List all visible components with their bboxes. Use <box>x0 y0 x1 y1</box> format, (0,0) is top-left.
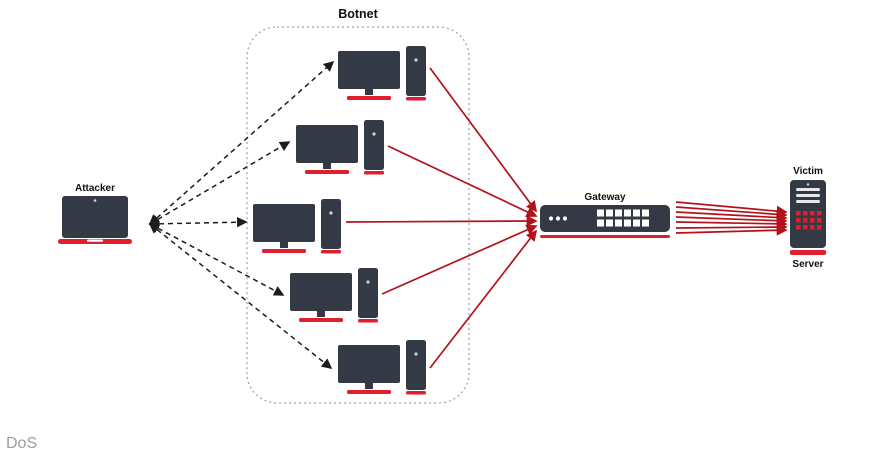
flood-arrow-7 <box>675 224 788 236</box>
server-vent-3 <box>796 200 820 203</box>
flood-arrow-2 <box>675 206 788 220</box>
flood-arrow-4 <box>675 215 788 227</box>
dashed-arrow-3 <box>148 216 248 230</box>
bot-computer-2 <box>296 120 384 175</box>
dashed-arrow-5 <box>148 223 333 369</box>
red-arrow-4 <box>381 224 538 295</box>
botnet-boundary <box>246 26 470 404</box>
flood-arrow-6 <box>675 221 788 233</box>
server-indicator-grid <box>796 211 822 230</box>
botnet-label: Botnet <box>338 7 378 21</box>
victim-label: Victim <box>793 166 823 177</box>
server-vent-2 <box>796 194 820 197</box>
watermark-text: DoS <box>6 435 37 452</box>
gateway-led-1 <box>548 216 554 221</box>
server-led <box>806 183 810 186</box>
server-base <box>790 250 826 255</box>
bot-computer-3 <box>253 199 341 254</box>
attacker-laptop-icon <box>58 196 132 244</box>
gateway-base <box>540 235 670 238</box>
gateway-led-3 <box>562 216 568 221</box>
bot-computer-5 <box>338 340 426 395</box>
gateway-label: Gateway <box>584 192 626 203</box>
laptop-camera-dot <box>93 199 97 202</box>
attacker-to-bot-arrows <box>148 60 335 369</box>
flood-arrow-3 <box>675 211 788 224</box>
bot-to-gateway-arrows <box>345 67 538 369</box>
red-arrow-3 <box>345 215 538 227</box>
bot-computer-1 <box>338 46 426 101</box>
laptop-notch <box>87 239 103 242</box>
flood-arrow-5 <box>675 218 788 230</box>
gateway-port-grid <box>597 209 649 227</box>
server-vent-1 <box>796 188 820 191</box>
attacker-label: Attacker <box>75 183 115 194</box>
red-arrow-2 <box>387 145 538 217</box>
gateway-icon <box>540 205 670 238</box>
gateway-led-2 <box>555 216 561 221</box>
victim-server-icon <box>790 180 826 255</box>
bot-computer-4 <box>290 268 378 323</box>
laptop-screen <box>62 196 128 238</box>
gateway-to-victim-arrows <box>675 201 788 236</box>
server-label: Server <box>792 259 823 270</box>
red-arrow-5 <box>429 229 538 369</box>
flood-arrow-1 <box>675 201 788 217</box>
red-arrow-1 <box>429 67 537 213</box>
